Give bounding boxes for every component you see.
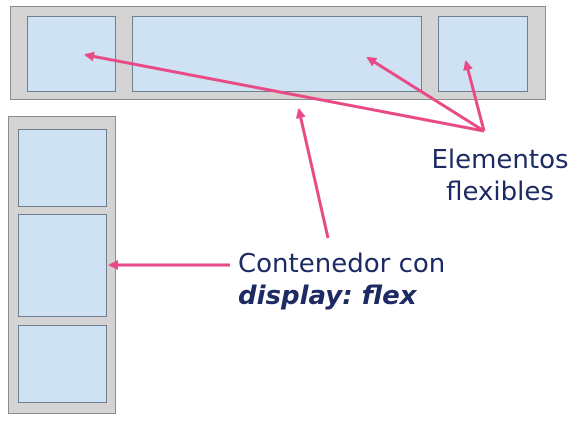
arrow-to-item-3 [463, 60, 486, 132]
arrow-to-item-2 [366, 56, 485, 133]
flex-item-column-3 [18, 325, 107, 403]
label-flex-items-line1: Elementos [431, 145, 569, 175]
flex-item-column-1 [18, 129, 107, 207]
label-flex-items-line2: flexibles [446, 177, 554, 207]
label-flex-container-code: display: flex [238, 281, 417, 311]
flex-item-row-3 [438, 16, 528, 92]
flex-item-column-2 [18, 214, 107, 317]
label-flex-container-line1: Contenedor con [238, 249, 446, 279]
arrow-to-item-1 [84, 51, 485, 133]
label-flex-items: Elementos flexibles [420, 144, 580, 208]
label-flex-container: Contenedor con display: flex [238, 248, 445, 312]
flex-container-column [8, 116, 116, 414]
flex-item-row-1 [27, 16, 116, 92]
arrow-to-row-container [295, 108, 330, 239]
